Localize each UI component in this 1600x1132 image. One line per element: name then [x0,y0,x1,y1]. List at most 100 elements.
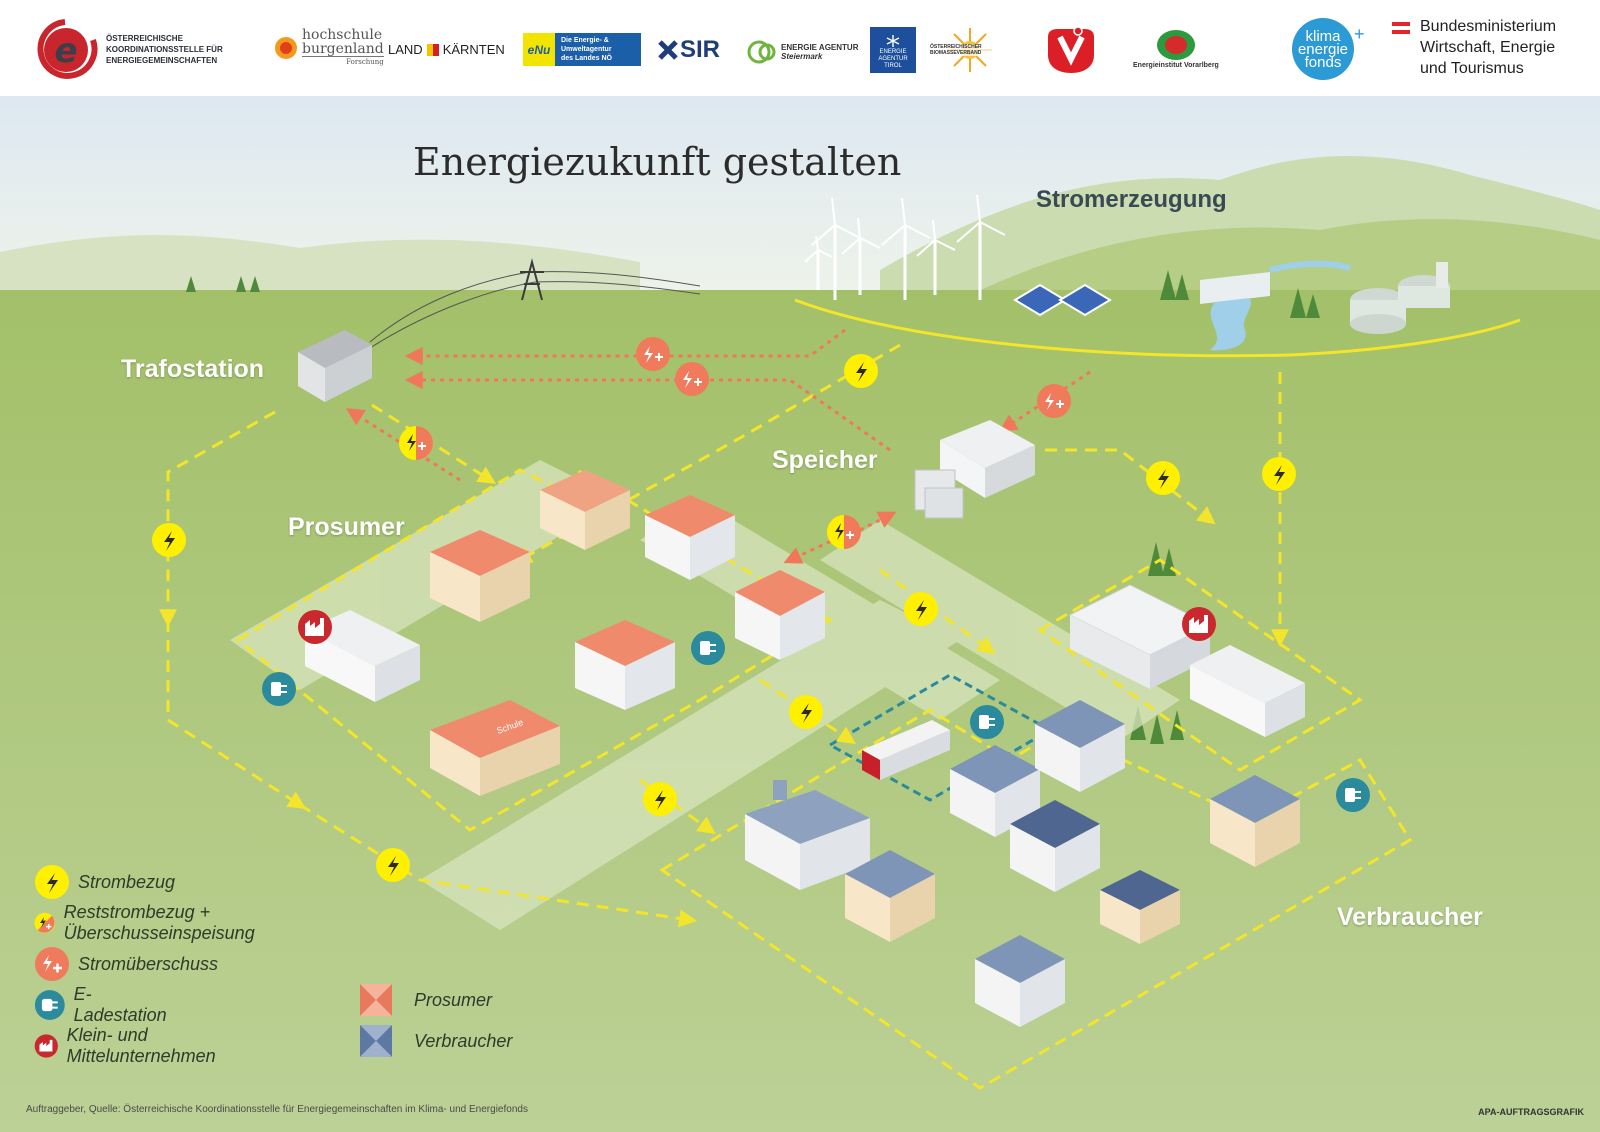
charging-station-marker [691,631,725,665]
legend-label: Strombezug [78,871,176,892]
ministry-line-3: und Tourismus [1420,60,1524,77]
e-logo-letter: e [54,31,77,71]
stmk-line-1: ENERGIE AGENTUR [781,43,859,52]
energy-community-scene: Schule [0,96,1600,1132]
lightning-plus-icon [34,912,55,934]
tirol-line-3: TIROL [884,63,902,69]
koordination-line-2: KOORDINATIONSSTELLE FÜR [106,44,223,54]
flow-markers [152,337,1370,882]
legend-label: Klein- und Mittelunternehmen [66,1025,216,1066]
strombezug-marker [789,695,823,729]
surplus-icon [35,947,69,981]
legend-item-stromueberschuss: Stromüberschuss [34,946,218,982]
logo-hochschule-burgenland: hochschule burgenland Forschung [273,28,384,67]
lightning-icon [35,865,69,899]
logo-energie-agentur-steiermark: ENERGIE AGENTUR Steiermark [747,36,859,68]
enu-mark: eNu [523,33,555,66]
austria-flag-icon [1392,22,1410,34]
agency-credit: APA-AUFTRAGSGRAFIK [1478,1107,1584,1117]
charging-station-marker [262,672,296,706]
mixed-flow-marker [399,426,433,460]
legend-label: Reststrombezug + Überschusseinspeisung [63,902,255,943]
zone-label-stromerzeugung: Stromerzeugung [1036,186,1227,213]
solar-park [1013,283,1112,317]
charging-station-marker [970,705,1004,739]
logo-red-v [1042,25,1100,75]
strombezug-marker [152,523,186,557]
generation-boundary [794,298,1521,358]
surplus-marker [636,337,670,371]
legend-label: Stromüberschuss [78,953,219,974]
klima-line-3: fonds [1304,53,1342,71]
legend-label: Prosumer [414,989,493,1010]
energieinstitut-logo-icon [1156,30,1195,60]
hochschule-line-1: hochschule [302,27,383,43]
legend-item-reststrombezug: Reststrombezug + Überschusseinspeisung [34,902,269,943]
logo-energieinstitut: Energieinstitut Vorarlberg [1133,28,1219,69]
enu-line-2: Umweltagentur [561,46,612,53]
prosumer-swatch [360,984,392,1016]
tirol-line-1: ENERGIE [879,49,907,55]
strombezug-marker [1262,457,1296,491]
river [1210,298,1252,351]
sir-cross-icon [658,40,678,60]
kmu-zone-boundary [1037,558,1363,772]
legend-label: Verbraucher [414,1030,513,1051]
energieinstitut-text: Energieinstitut Vorarlberg [1133,62,1219,69]
plug-icon [34,990,65,1020]
kmu-marker [1182,607,1216,641]
logo-sir: SIR [657,36,720,64]
trafostation-building [298,330,372,402]
strombezug-marker [844,354,878,388]
koordination-line-3: ENERGIEGEMEINSCHAFTEN [106,55,218,65]
prosumer-zone-boundary [235,468,833,832]
strombezug-marker [376,848,410,882]
klima-line-1: klima [1305,27,1341,45]
kmu-marker [298,610,332,644]
enu-line-3: des Landes NÖ [561,55,612,62]
leaf-rings-icon [747,40,776,64]
tirol-line-2: AGENTUR [878,56,908,62]
stmk-line-2: Steiermark [781,52,823,61]
klima-plus: + [1354,23,1365,44]
zone-label-speicher: Speicher [772,446,878,474]
zone-label-verbraucher: Verbraucher [1337,903,1483,931]
sir-text: SIR [680,36,721,63]
legend-label: E-Ladestation [73,984,167,1025]
strombezug-marker [904,592,938,626]
speicher-building [914,420,1035,519]
red-v-logo-icon [1048,26,1094,73]
zone-label-prosumer: Prosumer [288,513,405,541]
power-line [369,271,701,349]
page-title: Energiezukunft gestalten [413,140,902,184]
logo-klima-energie-fonds: klima energie fonds + [1292,18,1365,80]
ministry-line-1: Bundesministerium [1420,18,1557,35]
biogas-plant [1350,262,1450,334]
kaernten-flag-icon [426,43,439,56]
logo-land-kaernten: LAND KÄRNTEN [388,42,505,57]
klima-line-2: energie [1297,40,1349,58]
koordination-line-1: ÖSTERREICHISCHE [106,33,183,43]
verbraucher-houses [745,584,1305,1027]
charging-station-marker [1336,778,1370,812]
factory-icon [34,1034,58,1058]
klima-circle: klima energie fonds [1292,18,1354,80]
legend-item-kmu: Klein- und Mittelunternehmen [34,1025,227,1066]
enu-line-1: Die Energie- & [561,37,609,44]
e-logo-icon: e [37,19,98,79]
logo-biomasseverband: ÖSTERREICHISCHER BIOMASSEVERBAND [930,26,1010,74]
kaernten-word: KÄRNTEN [442,42,505,57]
strombezug-marker [643,782,677,816]
logo-enu: eNu Die Energie- & Umweltagentur des Lan… [523,33,641,66]
pylon-icon [520,258,544,301]
legend-item-e-ladestation: E-Ladestation [34,984,171,1025]
sun-logo-icon [275,36,297,59]
electric-bus [862,720,950,780]
hochschule-sub: Forschung [346,58,384,66]
legend-swatch-verbraucher: Verbraucher [360,1025,512,1057]
verbraucher-swatch [360,1025,392,1057]
biomasse-text: ÖSTERREICHISCHER BIOMASSEVERBAND [930,44,1010,56]
zone-label-trafostation: Trafostation [121,355,265,383]
strombezug-marker [1146,461,1180,495]
